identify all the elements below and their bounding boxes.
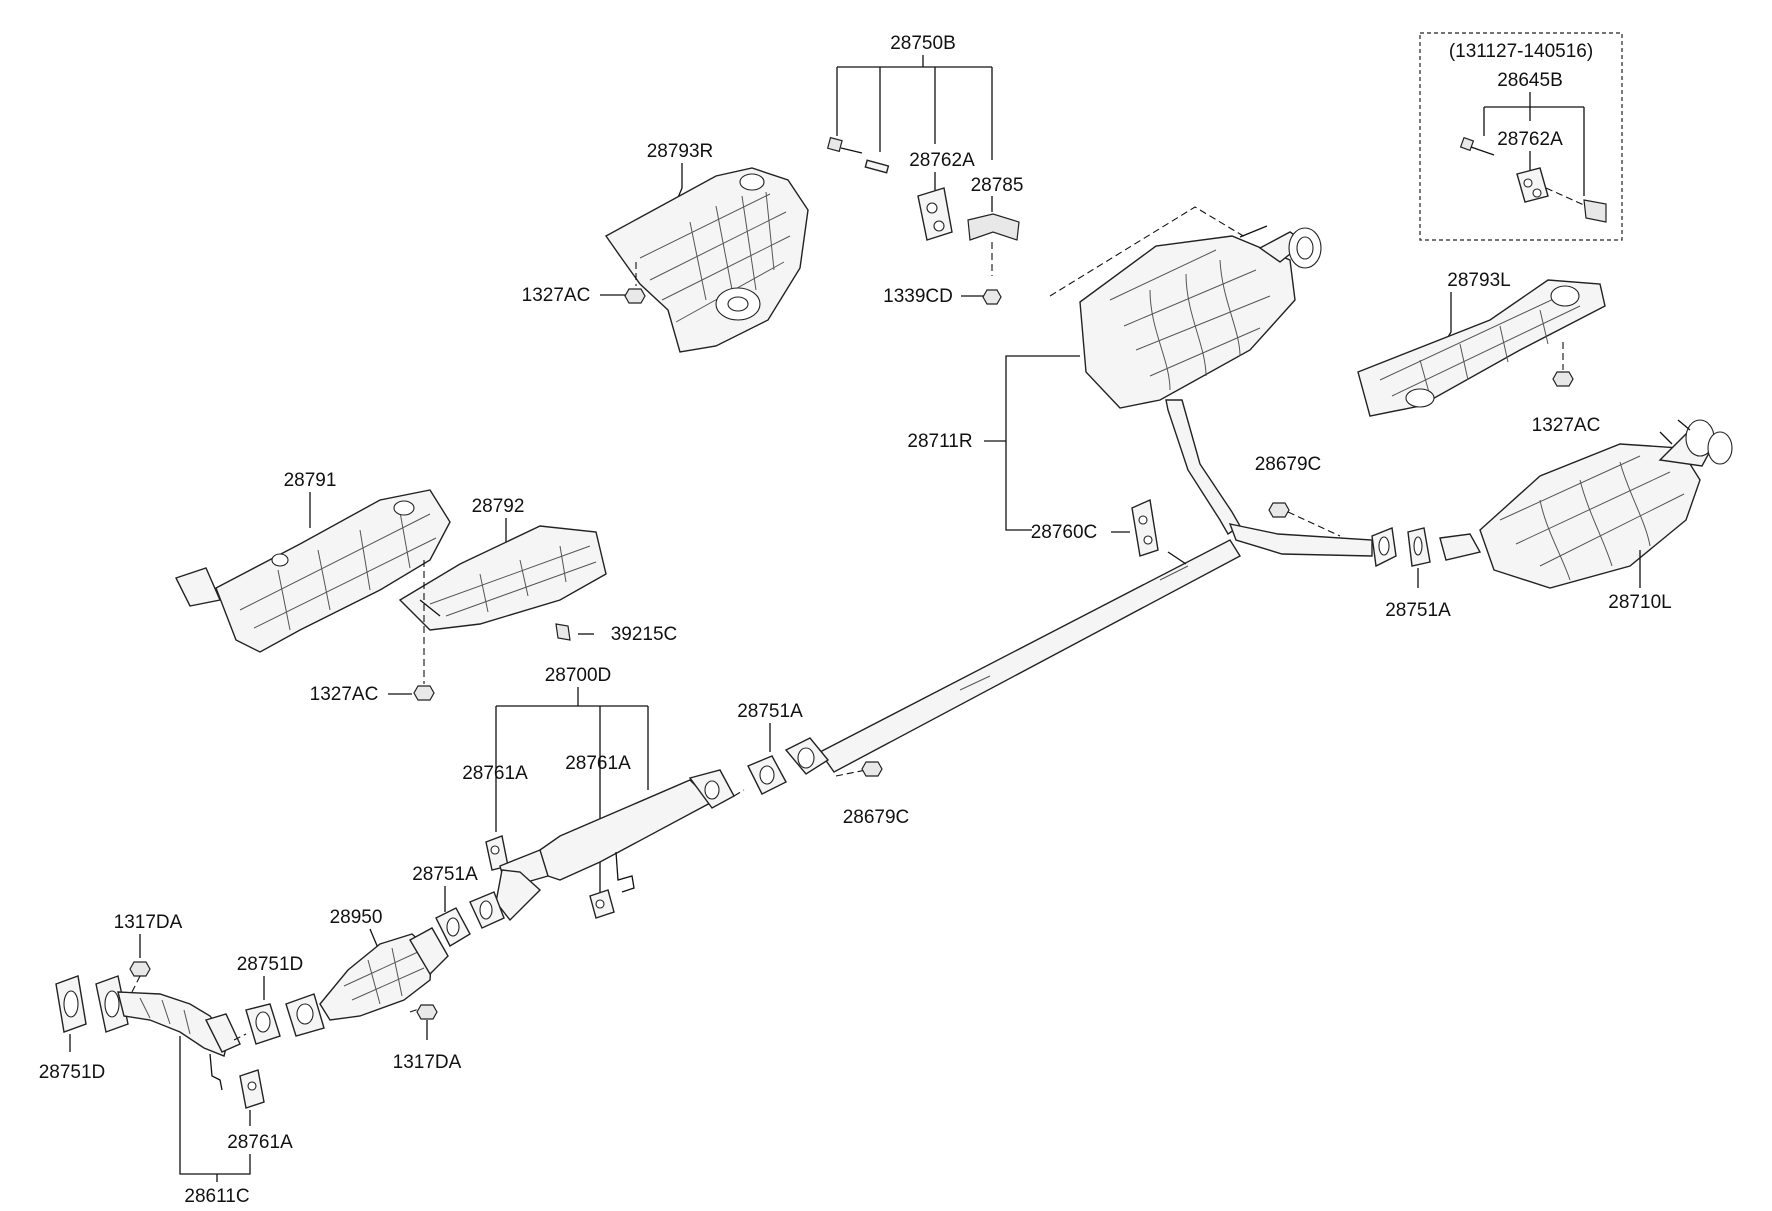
rubber-hanger-icon-28761A-bottom — [239, 1069, 265, 1109]
label-28751D-mid: 28751D — [237, 954, 304, 975]
catalytic-converter-28950: 28950 1317DA — [285, 907, 462, 1073]
label-1317DA-top: 1317DA — [114, 912, 183, 933]
gasket-icon-28751A-right — [1371, 527, 1397, 568]
bracket-icon-inset — [1583, 199, 1607, 223]
gasket-icon-28751D-mid — [245, 1003, 281, 1045]
label-28645B: 28645B — [1497, 70, 1563, 91]
label-28762A-inset: 28762A — [1497, 129, 1563, 150]
label-leader-28711R: 28711R — [907, 355, 1080, 531]
flange-icon-28950-front — [285, 993, 325, 1037]
flange-icon-28700D-front — [469, 891, 505, 929]
hanger-kit-group: 28750B 28762A 28785 1339CD — [826, 33, 1024, 307]
label-28793L: 28793L — [1447, 270, 1510, 291]
nut-icon-1327AC-top — [624, 288, 646, 304]
label-28751A-mid: 28751A — [737, 701, 803, 722]
bracket-icon-top — [967, 213, 1020, 241]
heat-shield-28793L: 28793L 1327AC — [1357, 270, 1606, 436]
label-28760C: 28760C — [1031, 522, 1098, 543]
rear-muffler-28711R: 28711R 28760C 28679C — [907, 206, 1373, 557]
flange-icon-28700D-rear — [688, 769, 735, 809]
label-28793R: 28793R — [647, 141, 714, 162]
label-28762A-top: 28762A — [909, 150, 975, 171]
inset-range-label: (131127-140516) — [1449, 41, 1593, 62]
label-28761A-left: 28761A — [462, 763, 528, 784]
label-28710L: 28710L — [1608, 592, 1671, 613]
gasket-group-28751A-mid: 28751A — [737, 701, 803, 795]
nut-icon-1327AC-left — [413, 685, 435, 701]
label-1339CD: 1339CD — [883, 286, 953, 307]
exhaust-pipe-28611C: 1317DA 28751D 28761A 28611C — [39, 912, 293, 1207]
label-28751A-right: 28751A — [1385, 600, 1451, 621]
label-1317DA-low: 1317DA — [393, 1052, 462, 1073]
flange-icon-28611C — [95, 975, 129, 1033]
gasket-icon-28751D-left — [55, 975, 87, 1033]
label-39215C: 39215C — [611, 624, 678, 645]
nut-icon-1339CD — [982, 289, 1002, 305]
label-28750B: 28750B — [890, 33, 956, 54]
label-28711R: 28711R — [907, 431, 972, 452]
hanger-rod-icon — [615, 851, 635, 893]
label-28791: 28791 — [284, 470, 337, 491]
heat-shield-28793R: 28793R 1327AC — [522, 141, 809, 353]
gasket-group-28751D-mid: 28751D — [237, 954, 304, 1045]
gasket-icon-28751A-mid — [747, 755, 787, 795]
nut-icon-28679C-lower — [861, 761, 883, 777]
pin-icon-top — [864, 159, 890, 174]
inset-box: (131127-140516) 28645B 28762A — [1419, 32, 1623, 241]
flange-icon-center-front — [784, 737, 830, 775]
label-1327AC-left: 1327AC — [310, 684, 379, 705]
gasket-group-28751A-low: 28751A — [412, 864, 478, 947]
label-28700D: 28700D — [545, 665, 612, 686]
nut-icon-28679C-upper — [1268, 502, 1290, 518]
center-pipe: 28679C — [784, 539, 1241, 828]
label-28751A-low: 28751A — [412, 864, 478, 885]
label-28751D-left: 28751D — [39, 1062, 106, 1083]
bolt-icon-inset — [1459, 136, 1495, 156]
heat-shield-28792: 28792 39215C 1327AC — [310, 496, 678, 705]
label-28950: 28950 — [330, 907, 383, 928]
rubber-hanger-icon-inset — [1516, 167, 1549, 203]
heat-shield-28791: 28791 — [175, 470, 451, 653]
nut-icon-1317DA-top — [129, 961, 151, 977]
label-28785: 28785 — [971, 175, 1024, 196]
label-28761A-bottom: 28761A — [227, 1132, 293, 1153]
rubber-hanger-icon-28760C — [1131, 498, 1159, 557]
gasket-icon-28751A-low — [435, 907, 471, 947]
rubber-hanger-icon-top — [917, 187, 953, 241]
label-1327AC-right: 1327AC — [1532, 415, 1601, 436]
label-28611C: 28611C — [184, 1186, 249, 1207]
nut-icon-1317DA-low — [416, 1004, 438, 1020]
label-28792: 28792 — [472, 496, 525, 517]
clip-icon-39215C — [555, 623, 571, 641]
rubber-hanger-icon-28761A-mid — [589, 889, 615, 919]
label-1327AC-top: 1327AC — [522, 285, 591, 306]
rear-muffler-28710L: 28751A 28710L — [1371, 419, 1733, 621]
front-pipe-28700D: 28700D 28761A 28761A — [462, 665, 745, 929]
label-28761A-mid: 28761A — [565, 753, 631, 774]
bolt-icon-top — [826, 136, 863, 154]
label-28679C-upper: 28679C — [1255, 454, 1322, 475]
label-28679C-lower: 28679C — [843, 807, 910, 828]
gasket-icon-28751A-right-2 — [1407, 527, 1431, 567]
nut-icon-1327AC-right — [1552, 371, 1574, 387]
